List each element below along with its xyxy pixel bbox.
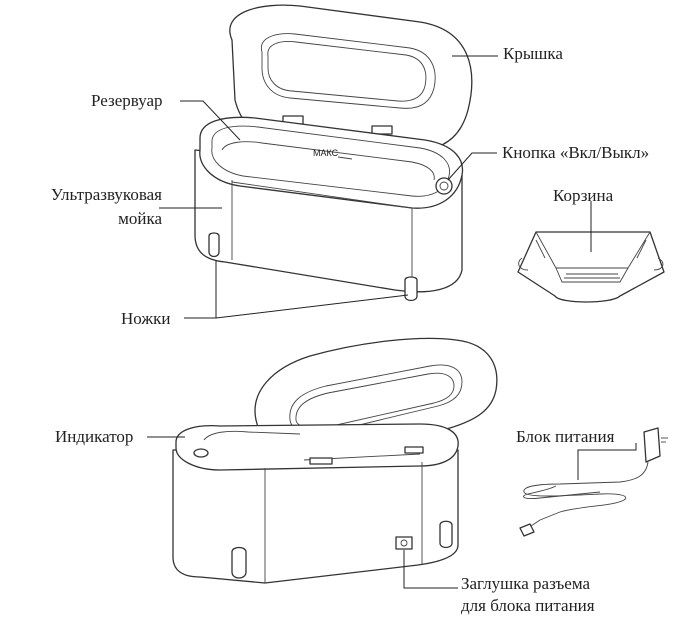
label-plug-line2: для блока питания xyxy=(461,596,595,615)
power-supply-drawing xyxy=(519,427,668,537)
label-indicator: Индикатор xyxy=(55,427,134,446)
label-basket: Корзина xyxy=(553,186,614,205)
device-back xyxy=(172,337,498,584)
device-top-front xyxy=(194,4,473,302)
label-cleaner-line1: Ультразвуковая xyxy=(50,185,162,204)
label-feet: Ножки xyxy=(121,309,171,328)
label-power-button: Кнопка «Вкл/Выкл» xyxy=(502,143,650,162)
tank-body-drawing xyxy=(194,116,464,302)
label-power-supply: Блок питания xyxy=(516,427,615,446)
label-cleaner-line2: мойка xyxy=(118,209,162,228)
tank-body-back-drawing xyxy=(172,423,459,584)
label-lid: Крышка xyxy=(503,44,563,63)
leader-lines xyxy=(147,55,637,589)
label-plug-line1: Заглушка разъема xyxy=(461,574,591,593)
tank-max-marking: МАКС xyxy=(313,148,339,158)
label-reservoir: Резервуар xyxy=(91,91,163,110)
basket-drawing xyxy=(517,231,665,303)
